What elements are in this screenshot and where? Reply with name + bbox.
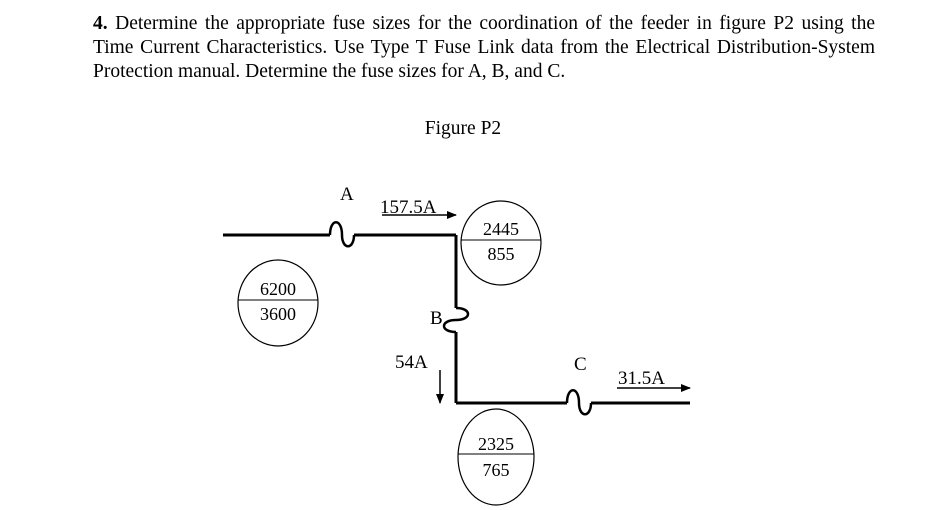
fault-after-b-top: 2325 xyxy=(478,434,514,454)
fuse-b-label: B xyxy=(430,308,443,329)
fault-after-a-bottom: 855 xyxy=(488,244,515,264)
current-label-main: 157.5A xyxy=(380,197,437,218)
fault-circle-after-b xyxy=(457,408,535,506)
fuse-a-symbol xyxy=(328,221,356,248)
fault-circle-after-a xyxy=(460,200,542,286)
fault-after-b-bottom: 765 xyxy=(483,460,510,480)
current-label-branch-b: 54A xyxy=(395,352,428,373)
fault-source-top: 6200 xyxy=(260,279,296,299)
fuse-a-label: A xyxy=(340,184,354,205)
problem-statement: 4. Determine the appropriate fuse sizes … xyxy=(93,12,875,84)
problem-text: Determine the appropriate fuse sizes for… xyxy=(93,13,876,82)
fault-source-bottom: 3600 xyxy=(260,304,296,324)
fuse-b-symbol xyxy=(442,306,470,334)
current-label-branch-c: 31.5A xyxy=(618,368,665,389)
fault-after-a-top: 2445 xyxy=(483,219,519,239)
figure-title: Figure P2 xyxy=(424,118,502,139)
fault-circle-source xyxy=(237,259,319,347)
problem-number: 4. xyxy=(93,13,108,34)
fuse-c-label: C xyxy=(574,354,587,375)
fuse-c-symbol xyxy=(565,389,593,416)
